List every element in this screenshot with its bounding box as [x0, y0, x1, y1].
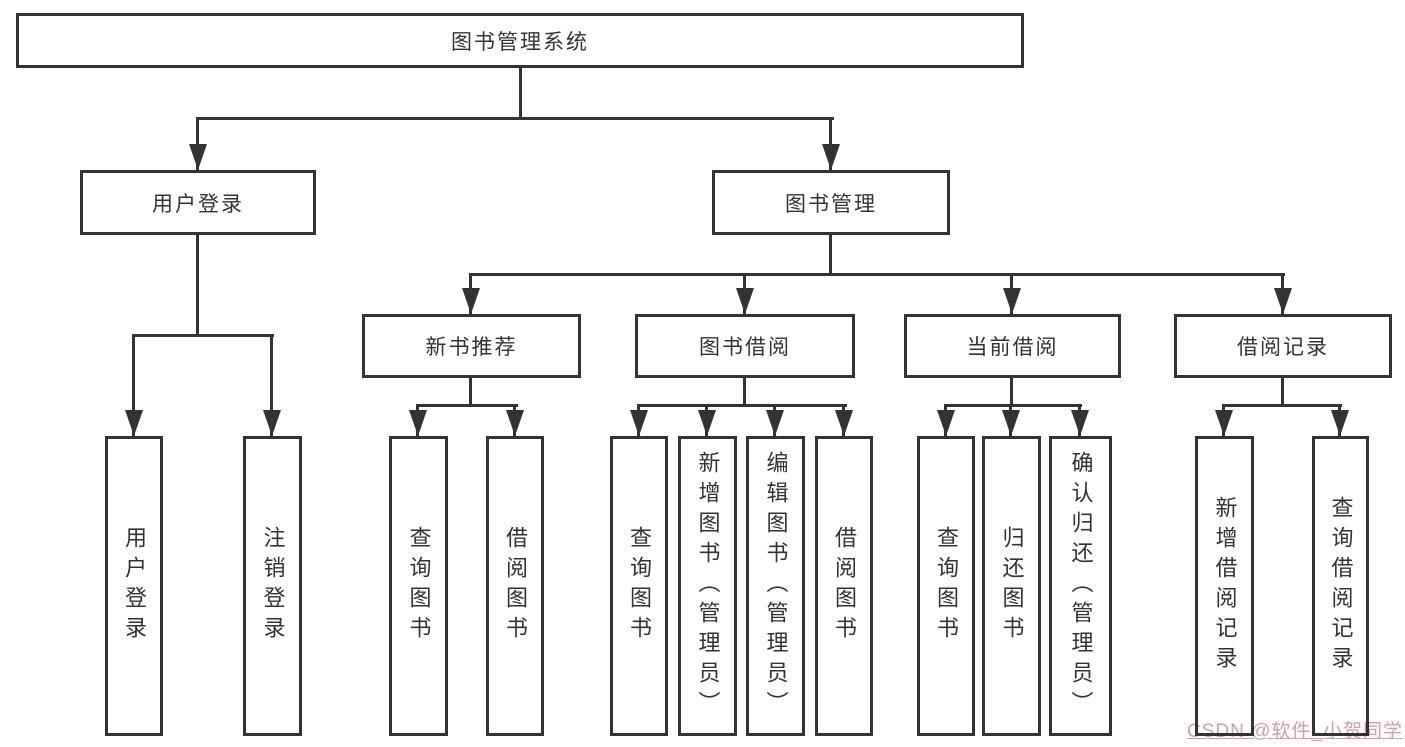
arrowhead-down-icon — [125, 410, 143, 436]
arrowhead-down-icon — [189, 144, 207, 170]
arrowhead-down-icon — [1274, 288, 1292, 314]
connector-line — [1010, 376, 1013, 406]
node-label: 新书推荐 — [425, 336, 518, 359]
node-current-borrowing: 当前借阅 — [904, 314, 1121, 378]
node-label: 编辑图书（管理员） — [763, 451, 789, 721]
node-return-books: 归还图书 — [982, 436, 1041, 736]
node-confirm-return-admin: 确认归还（管理员） — [1049, 436, 1112, 736]
node-label: 注销登录 — [260, 526, 286, 646]
node-label: 查询图书 — [934, 526, 959, 646]
arrowhead-down-icon — [1003, 288, 1021, 314]
connector-line — [829, 117, 832, 170]
node-label: 查询图书 — [406, 526, 432, 646]
arrowhead-down-icon — [1071, 410, 1089, 436]
node-library-system: 图书管理系统 — [16, 13, 1024, 68]
node-label: 图书借阅 — [699, 336, 791, 359]
node-label: 用户登录 — [122, 526, 147, 646]
node-label: 用户登录 — [152, 192, 244, 216]
arrowhead-down-icon — [937, 410, 955, 436]
node-label: 确认归还（管理员） — [1068, 451, 1094, 721]
connector-line — [743, 376, 746, 406]
connector-line — [829, 234, 832, 276]
node-user-login: 用户登录 — [80, 170, 316, 235]
node-label: 归还图书 — [999, 526, 1025, 646]
connector-line — [270, 334, 273, 436]
arrowhead-down-icon — [1331, 410, 1349, 436]
connector-line — [519, 67, 522, 120]
node-label: 新增借阅记录 — [1212, 496, 1238, 676]
connector-line — [196, 117, 199, 170]
node-label: 借阅记录 — [1237, 336, 1329, 359]
node-label: 新增图书（管理员） — [695, 451, 721, 721]
node-borrowing-records: 借阅记录 — [1174, 314, 1392, 378]
watermark: CSDN @软件_小贺同学 — [1187, 721, 1403, 742]
node-borrow-books: 借阅图书 — [815, 436, 873, 736]
connector-line — [469, 273, 1285, 276]
node-label: 当前借阅 — [966, 336, 1059, 359]
node-label: 图书管理系统 — [451, 30, 589, 54]
connector-line — [637, 404, 847, 407]
node-borrow-books: 借阅图书 — [486, 436, 544, 736]
arrowhead-down-icon — [506, 410, 524, 436]
node-new-book-recommendation: 新书推荐 — [362, 314, 581, 378]
node-label: 借阅图书 — [503, 526, 528, 646]
arrowhead-down-icon — [766, 410, 784, 436]
connector-line — [132, 334, 274, 337]
node-user-login-action: 用户登录 — [105, 436, 163, 736]
node-query-books: 查询图书 — [917, 436, 975, 736]
connector-line — [197, 117, 834, 120]
connector-line — [416, 404, 518, 407]
node-query-books: 查询图书 — [389, 436, 448, 736]
node-query-books: 查询图书 — [610, 436, 668, 736]
node-add-borrow-record: 新增借阅记录 — [1195, 436, 1254, 736]
arrowhead-down-icon — [409, 410, 427, 436]
connector-line — [196, 234, 199, 336]
node-book-borrowing: 图书借阅 — [635, 314, 855, 378]
arrowhead-down-icon — [698, 410, 716, 436]
connector-line — [1281, 376, 1284, 406]
node-edit-books-admin: 编辑图书（管理员） — [746, 436, 805, 736]
node-label: 查询图书 — [627, 526, 652, 646]
connector-line — [1222, 404, 1342, 407]
connector-line — [944, 404, 1082, 407]
arrowhead-down-icon — [1002, 410, 1020, 436]
node-logout: 注销登录 — [243, 436, 302, 736]
node-book-management: 图书管理 — [712, 170, 950, 235]
arrowhead-down-icon — [630, 410, 648, 436]
arrowhead-down-icon — [835, 410, 853, 436]
node-label: 查询借阅记录 — [1328, 496, 1354, 676]
arrowhead-down-icon — [822, 144, 840, 170]
arrowhead-down-icon — [263, 410, 281, 436]
node-label: 借阅图书 — [832, 526, 857, 646]
arrowhead-down-icon — [736, 288, 754, 314]
connector-line — [132, 334, 135, 436]
node-query-borrow-record: 查询借阅记录 — [1312, 436, 1369, 736]
arrowhead-down-icon — [1215, 410, 1233, 436]
connector-line — [469, 376, 472, 406]
node-add-books-admin: 新增图书（管理员） — [678, 436, 737, 736]
node-label: 图书管理 — [785, 192, 877, 216]
arrowhead-down-icon — [462, 288, 480, 314]
